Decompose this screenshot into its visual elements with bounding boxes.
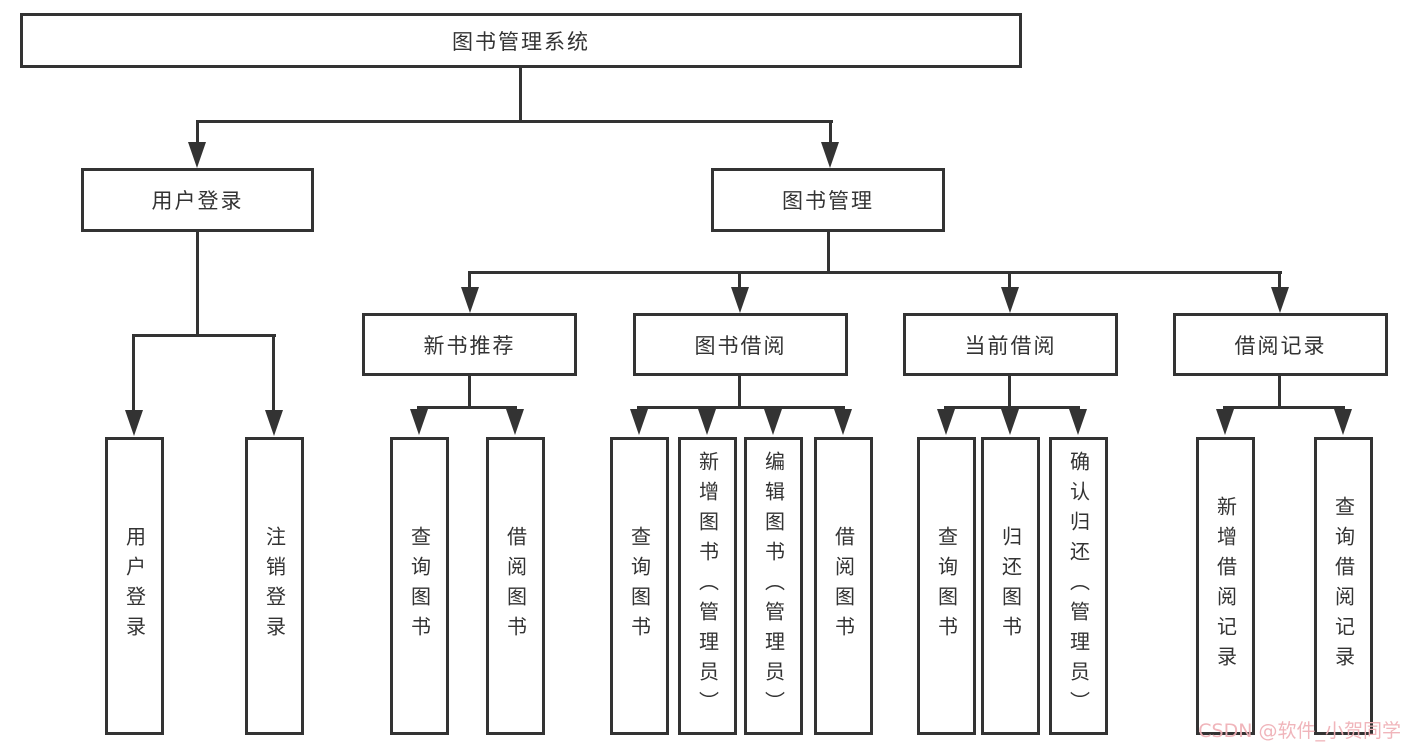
node-leaf-edit-books-admin: 编辑图书（管理员） [744, 437, 803, 735]
arrow-down-icon [630, 409, 648, 435]
arrow-down-icon [764, 409, 782, 435]
node-leaf-return-books: 归还图书 [981, 437, 1040, 735]
connector-line [132, 334, 135, 412]
leaf-label: 用户登录 [122, 526, 147, 646]
node-root-book-management-system: 图书管理系统 [20, 13, 1022, 68]
node-leaf-query-books-3: 查询图书 [917, 437, 976, 735]
node-user-login: 用户登录 [81, 168, 314, 232]
leaf-label: 新增图书（管理员） [695, 451, 720, 721]
arrow-down-icon [698, 409, 716, 435]
connector-line [196, 120, 199, 146]
connector-line [1008, 376, 1011, 409]
connector-line [829, 120, 832, 146]
node-label: 借阅记录 [1234, 333, 1327, 358]
node-book-borrowing: 图书借阅 [633, 313, 848, 376]
arrow-down-icon [1216, 409, 1234, 435]
leaf-label: 归还图书 [998, 526, 1023, 646]
leaf-label: 查询图书 [407, 526, 432, 646]
node-borrowing-records: 借阅记录 [1173, 313, 1388, 376]
arrow-down-icon [1001, 287, 1019, 313]
connector-line [468, 376, 471, 409]
node-label: 图书借阅 [694, 333, 787, 358]
node-leaf-confirm-return-admin: 确认归还（管理员） [1049, 437, 1108, 735]
leaf-label: 借阅图书 [831, 526, 856, 646]
arrow-down-icon [1334, 409, 1352, 435]
connector-line [132, 334, 276, 337]
node-label: 用户登录 [151, 189, 244, 213]
connector-line [468, 271, 471, 291]
connector-line [519, 68, 522, 122]
connector-line [1278, 271, 1281, 291]
connector-line [1008, 271, 1011, 291]
arrow-down-icon [731, 287, 749, 313]
leaf-label: 注销登录 [262, 526, 287, 646]
leaf-label: 借阅图书 [503, 526, 528, 646]
node-leaf-logout: 注销登录 [245, 437, 304, 735]
arrow-down-icon [1001, 409, 1019, 435]
arrow-down-icon [410, 409, 428, 435]
connector-line [637, 406, 845, 409]
arrow-down-icon [1271, 287, 1289, 313]
connector-line [468, 271, 1282, 274]
connector-line [1278, 376, 1281, 409]
arrow-down-icon [125, 410, 143, 436]
node-leaf-query-borrow-record: 查询借阅记录 [1314, 437, 1373, 735]
node-label: 当前借阅 [964, 333, 1057, 358]
arrow-down-icon [265, 410, 283, 436]
node-leaf-user-login: 用户登录 [105, 437, 164, 735]
connector-line [196, 232, 199, 336]
connector-line [738, 271, 741, 291]
node-current-borrowing: 当前借阅 [903, 313, 1118, 376]
leaf-label: 编辑图书（管理员） [761, 451, 786, 721]
arrow-down-icon [821, 142, 839, 168]
connector-line [944, 406, 1080, 409]
node-label: 图书管理 [782, 189, 874, 213]
arrow-down-icon [188, 142, 206, 168]
node-leaf-add-borrow-record: 新增借阅记录 [1196, 437, 1255, 735]
connector-line [272, 334, 275, 412]
arrow-down-icon [1069, 409, 1087, 435]
arrow-down-icon [506, 409, 524, 435]
leaf-label: 查询图书 [934, 526, 959, 646]
arrow-down-icon [834, 409, 852, 435]
leaf-label: 新增借阅记录 [1213, 496, 1238, 676]
connector-line [417, 406, 517, 409]
node-leaf-query-books-2: 查询图书 [610, 437, 669, 735]
leaf-label: 查询借阅记录 [1331, 496, 1356, 676]
connector-line [827, 232, 830, 274]
node-leaf-borrow-books-2: 借阅图书 [814, 437, 873, 735]
leaf-label: 确认归还（管理员） [1066, 451, 1091, 721]
connector-line [196, 120, 833, 123]
node-leaf-add-books-admin: 新增图书（管理员） [678, 437, 737, 735]
node-new-book-recommendation: 新书推荐 [362, 313, 577, 376]
node-label: 图书管理系统 [452, 29, 590, 54]
connector-line [1223, 406, 1345, 409]
node-book-management: 图书管理 [711, 168, 945, 232]
arrow-down-icon [937, 409, 955, 435]
node-leaf-borrow-books-1: 借阅图书 [486, 437, 545, 735]
node-label: 新书推荐 [423, 333, 516, 358]
watermark: CSDN @软件_小贺同学 [1198, 720, 1401, 742]
leaf-label: 查询图书 [627, 526, 652, 646]
connector-line [738, 376, 741, 409]
node-leaf-query-books-1: 查询图书 [390, 437, 449, 735]
arrow-down-icon [461, 287, 479, 313]
